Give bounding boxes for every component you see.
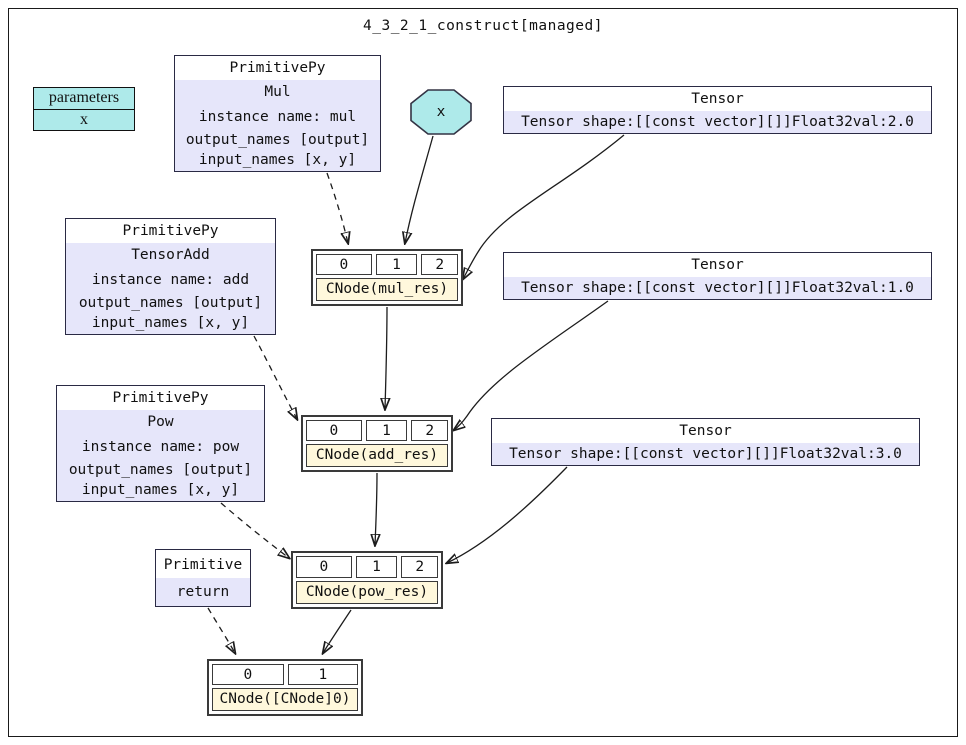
cnode-mul-res-port-2: 2 bbox=[421, 254, 458, 275]
node-cnode-add-res: 0 1 2 CNode(add_res) bbox=[301, 415, 453, 472]
prim-mul-name: Mul bbox=[264, 84, 291, 100]
cnode-mul-res-port-1: 1 bbox=[375, 254, 418, 275]
prim-add-name: TensorAdd bbox=[131, 247, 210, 263]
octagon-x-label: x bbox=[436, 104, 446, 120]
cnode-add-res-port-2: 2 bbox=[411, 420, 448, 441]
prim-add-header: PrimitivePy bbox=[66, 219, 275, 243]
node-cnode-pow-res: 0 1 2 CNode(pow_res) bbox=[291, 551, 443, 609]
cnode-add-res-port-0: 0 bbox=[306, 420, 362, 441]
prim-mul-instance: instance name: mul bbox=[198, 109, 357, 125]
tensor-2-0-header: Tensor bbox=[504, 87, 931, 111]
prim-mul-header: PrimitivePy bbox=[175, 56, 380, 80]
prim-pow-name: Pow bbox=[147, 414, 174, 430]
prim-return-header: Primitive bbox=[156, 550, 250, 578]
prim-add-outputs: output_names [output] bbox=[78, 295, 263, 311]
tensor-2-0-value: Tensor shape:[[const vector][]]Float32va… bbox=[521, 114, 914, 130]
node-primitive-return: Primitive return bbox=[155, 549, 251, 607]
cnode-mul-res-label: CNode(mul_res) bbox=[316, 278, 458, 301]
prim-pow-instance: instance name: pow bbox=[81, 439, 240, 455]
octagon-shape-icon bbox=[410, 89, 472, 135]
tensor-3-0-value: Tensor shape:[[const vector][]]Float32va… bbox=[509, 446, 902, 462]
prim-add-inputs: input_names [x, y] bbox=[91, 315, 250, 331]
prim-mul-outputs: output_names [output] bbox=[185, 132, 370, 148]
cnode-pow-res-label: CNode(pow_res) bbox=[296, 581, 438, 604]
tensor-1-0-value: Tensor shape:[[const vector][]]Float32va… bbox=[521, 280, 914, 296]
prim-mul-inputs: input_names [x, y] bbox=[198, 152, 357, 168]
node-tensor-1-0: Tensor Tensor shape:[[const vector][]]Fl… bbox=[503, 252, 932, 300]
tensor-3-0-header: Tensor bbox=[492, 419, 919, 443]
prim-return-name: return bbox=[176, 584, 230, 600]
node-primitivepy-mul: PrimitivePy Mul instance name: mul outpu… bbox=[174, 55, 381, 172]
cnode-pow-res-port-0: 0 bbox=[296, 556, 352, 578]
cnode-add-res-port-1: 1 bbox=[365, 420, 408, 441]
parameter-x-row: x bbox=[80, 110, 88, 128]
cnode-cnode0-ports: 0 1 bbox=[212, 664, 358, 685]
cnode-add-res-ports: 0 1 2 bbox=[306, 420, 448, 441]
cnode-pow-res-port-2: 2 bbox=[401, 556, 438, 578]
cnode-cnode0-port-1: 1 bbox=[287, 664, 358, 685]
node-cnode-mul-res: 0 1 2 CNode(mul_res) bbox=[311, 249, 463, 306]
graph-title: 4_3_2_1_construct[managed] bbox=[363, 18, 603, 34]
tensor-1-0-header: Tensor bbox=[504, 253, 931, 277]
node-param-x-octagon: x bbox=[410, 89, 472, 135]
node-primitivepy-pow: PrimitivePy Pow instance name: pow outpu… bbox=[56, 385, 265, 502]
node-primitivepy-tensoradd: PrimitivePy TensorAdd instance name: add… bbox=[65, 218, 276, 335]
node-parameters: parameters x bbox=[33, 87, 135, 131]
prim-pow-inputs: input_names [x, y] bbox=[81, 482, 240, 498]
parameters-header: parameters bbox=[34, 88, 134, 110]
prim-add-instance: instance name: add bbox=[91, 272, 250, 288]
prim-pow-outputs: output_names [output] bbox=[68, 462, 253, 478]
cnode-cnode0-label: CNode([CNode]0) bbox=[212, 688, 358, 711]
cnode-add-res-label: CNode(add_res) bbox=[306, 444, 448, 467]
prim-pow-header: PrimitivePy bbox=[57, 386, 264, 410]
node-tensor-2-0: Tensor Tensor shape:[[const vector][]]Fl… bbox=[503, 86, 932, 134]
cnode-pow-res-ports: 0 1 2 bbox=[296, 556, 438, 578]
cnode-cnode0-port-0: 0 bbox=[212, 664, 284, 685]
node-cnode-cnode0: 0 1 CNode([CNode]0) bbox=[207, 659, 363, 716]
cnode-pow-res-port-1: 1 bbox=[355, 556, 398, 578]
node-tensor-3-0: Tensor Tensor shape:[[const vector][]]Fl… bbox=[491, 418, 920, 466]
cnode-mul-res-port-0: 0 bbox=[316, 254, 372, 275]
graph-frame bbox=[8, 8, 958, 737]
cnode-mul-res-ports: 0 1 2 bbox=[316, 254, 458, 275]
